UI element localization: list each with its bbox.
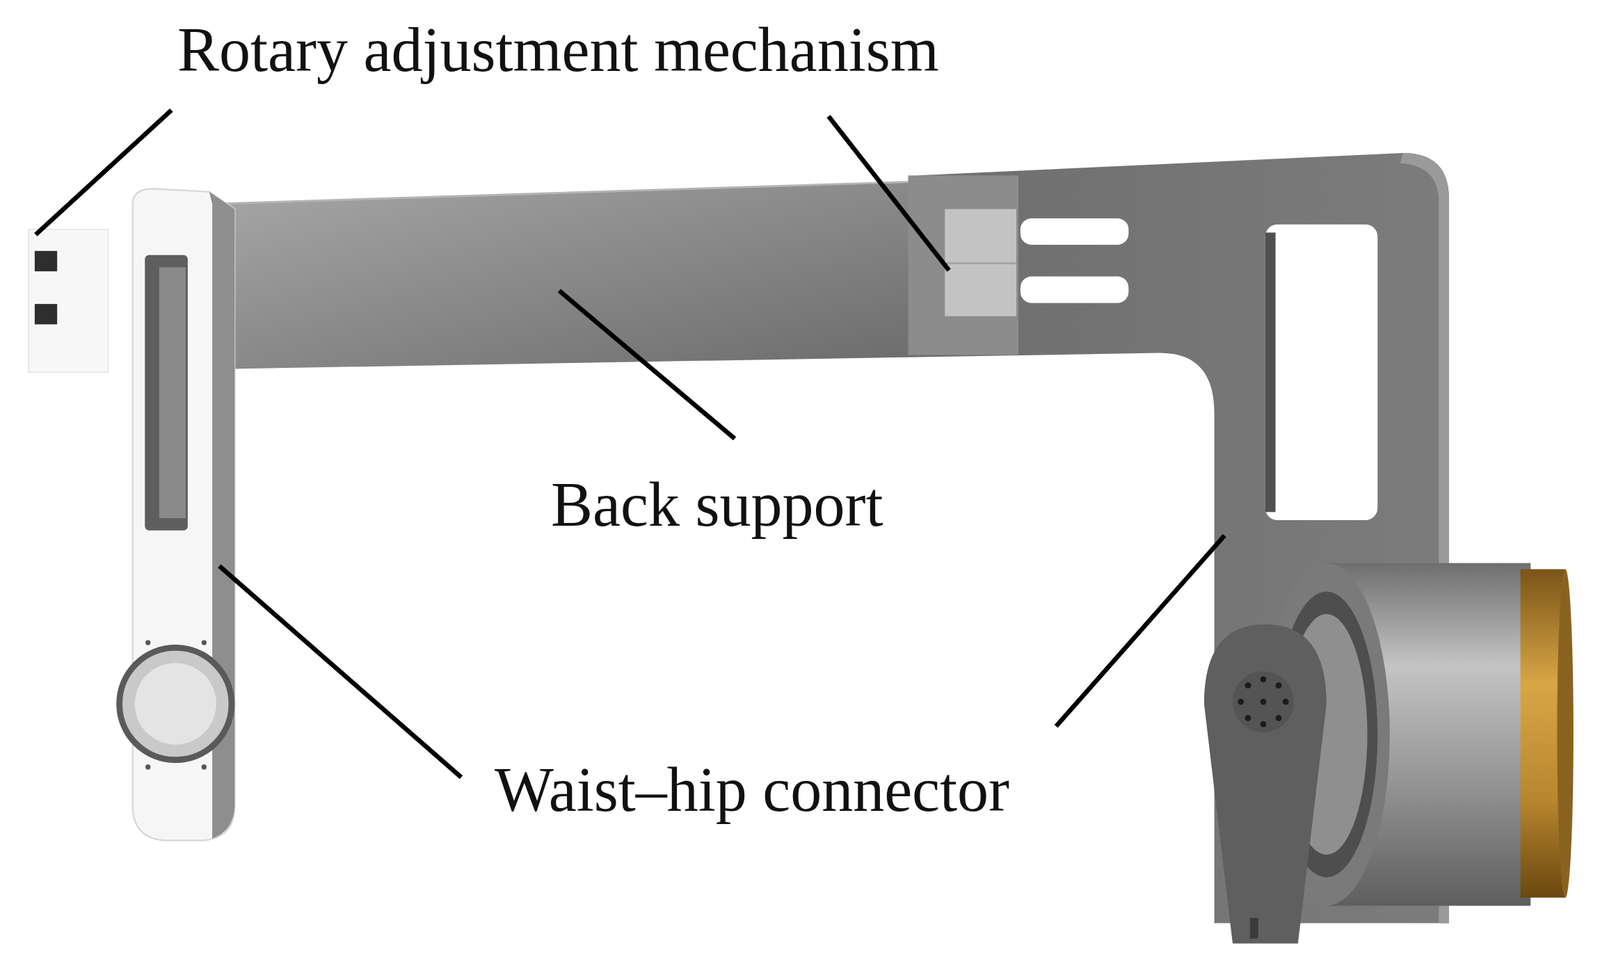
hub-holes (1237, 676, 1289, 727)
link-hub (1232, 671, 1294, 733)
left-waist-hip-plate (119, 188, 236, 841)
motor-cap-end (1556, 569, 1573, 898)
hub-hole (1275, 715, 1283, 722)
bar-edge (209, 181, 919, 204)
plate-slot (1020, 218, 1129, 245)
thigh-link (1204, 624, 1327, 944)
link-arm (1204, 624, 1327, 944)
adjust-slot (34, 251, 58, 272)
leader-lines (35, 109, 1225, 778)
left-rotary-block (28, 229, 108, 373)
plate-hole (119, 647, 232, 760)
hub-hole (1275, 682, 1283, 689)
rotary-block (28, 229, 108, 373)
hub-hole (1260, 676, 1267, 683)
part-label: Rotary adjustment mechanism (177, 12, 940, 88)
leader-line (1056, 535, 1225, 727)
right-rotary-block (907, 175, 1018, 355)
link-slot (1250, 918, 1259, 939)
slot-inner (159, 267, 186, 519)
rotary-face (944, 209, 1017, 317)
plate-slot (1020, 276, 1129, 304)
screw-hole (201, 764, 207, 770)
leader-line (559, 290, 735, 439)
part-label: Back support (550, 467, 883, 543)
rotary-line (944, 262, 1017, 265)
rotary-block (907, 175, 1018, 355)
plate-slot (144, 255, 188, 531)
hub-hole (1237, 699, 1244, 706)
window-edge (1265, 232, 1276, 512)
hub-hole (1282, 699, 1290, 706)
hub-hole (1245, 715, 1252, 722)
bar-shade (209, 181, 919, 370)
adjust-slot (34, 304, 58, 325)
hole-inner (134, 662, 217, 745)
screw-hole (145, 640, 151, 645)
leader-line (35, 109, 172, 235)
bar-face (209, 181, 919, 370)
hub-hole (1245, 682, 1252, 689)
part-label: Waist–hip connector (494, 752, 1010, 828)
hub-hole (1260, 699, 1267, 706)
screw-hole (201, 640, 207, 645)
plate-window (1265, 224, 1378, 521)
back-support-bar (209, 181, 919, 370)
screw-hole (145, 764, 151, 770)
hub-hole (1260, 721, 1267, 728)
leader-line (828, 116, 949, 270)
leader-line (219, 566, 462, 778)
